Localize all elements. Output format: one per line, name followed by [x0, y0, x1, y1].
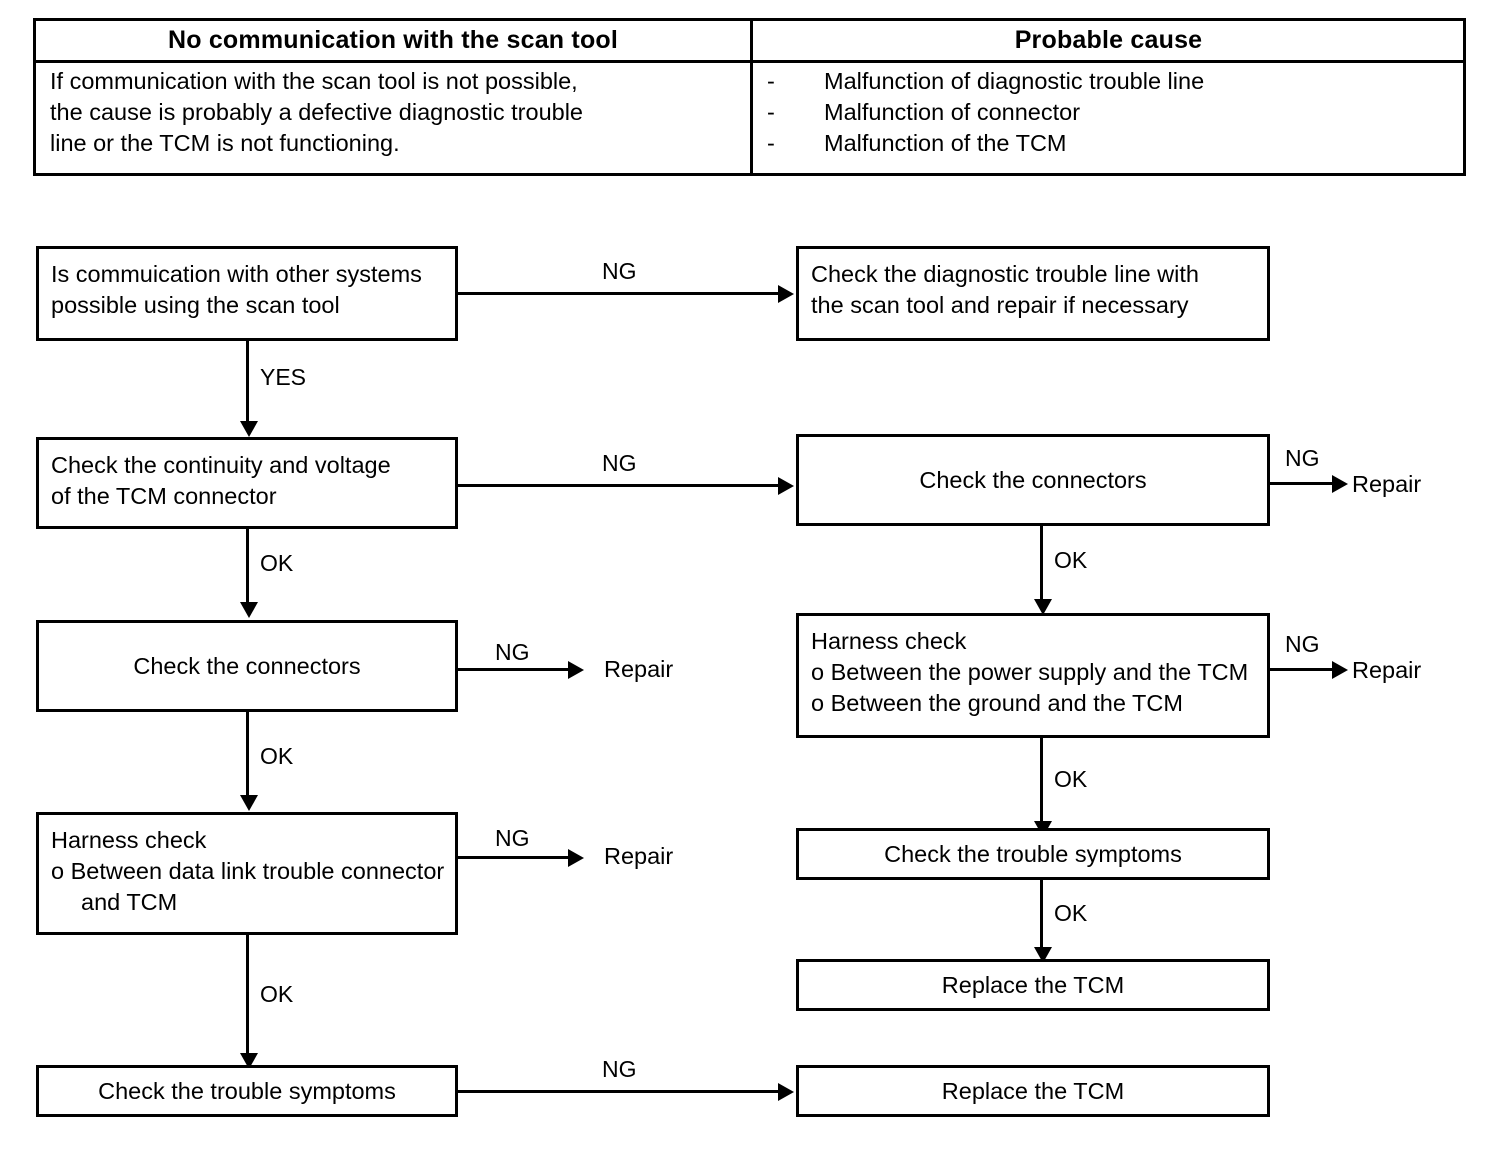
description-line: If communication with the scan tool is n…	[50, 68, 578, 94]
trouble-symptoms-left-label: Check the trouble symptoms	[98, 1077, 396, 1104]
arrowhead-down-icon	[240, 795, 258, 811]
edge-label-ng-connectors-right: NG	[1285, 445, 1320, 471]
harness-right-item: o Between the ground and the TCM	[811, 690, 1183, 716]
harness-left-item: o Between data link trouble connector	[51, 858, 445, 884]
cause-text: Malfunction of the TCM	[824, 130, 1067, 156]
flow-box-harness-check-left: Harness check o Between data link troubl…	[36, 812, 458, 935]
harness-right-item: o Between the power supply and the TCM	[811, 659, 1249, 685]
symptom-cause-table: No communication with the scan tool Prob…	[33, 18, 1466, 176]
start-check-line: possible using the scan tool	[51, 292, 340, 318]
flow-box-check-connectors-right: Check the connectors	[796, 434, 1270, 526]
table-cell-description: If communication with the scan tool is n…	[50, 66, 740, 159]
edge-ng-connectors-to-repair	[1270, 482, 1332, 485]
cause-list-item: - Malfunction of diagnostic trouble line	[767, 66, 1457, 97]
edge-label-ng-bottom: NG	[602, 1056, 637, 1082]
tcm-connector-line: of the TCM connector	[51, 483, 277, 509]
edge-label-ng-harness-left: NG	[495, 825, 530, 851]
edge-label-ng-connectors-left: NG	[495, 639, 530, 665]
edge-ok-harness-to-symptoms-right	[1040, 738, 1043, 821]
edge-label-ok-left-1: OK	[260, 550, 294, 576]
edge-ok-tcm-to-connectors-left	[246, 529, 249, 602]
edge-label-ok-right-1: OK	[1054, 547, 1088, 573]
arrowhead-right-icon	[778, 477, 794, 495]
edge-ng-connectors-left-to-repair	[458, 668, 568, 671]
start-check-line: Is commuication with other systems	[51, 261, 422, 287]
edge-label-ok-right-3: OK	[1054, 900, 1088, 926]
table-header-symptom: No communication with the scan tool	[167, 26, 619, 54]
flow-box-check-diagnostic-line: Check the diagnostic trouble line with t…	[796, 246, 1270, 341]
edge-ng-start-to-diagnostic	[458, 292, 778, 295]
flow-box-replace-tcm-right: Replace the TCM	[796, 959, 1270, 1011]
cause-list-item: - Malfunction of the TCM	[767, 128, 1457, 159]
edge-label-yes-1: YES	[260, 364, 307, 390]
bullet-dash-icon: -	[767, 68, 775, 94]
arrowhead-down-icon	[1034, 599, 1052, 615]
edge-label-ok-left-3: OK	[260, 981, 294, 1007]
table-header-row	[36, 21, 1463, 63]
flow-box-tcm-connector-check: Check the continuity and voltage of the …	[36, 437, 458, 529]
arrowhead-right-icon	[1332, 661, 1348, 679]
replace-tcm-bottom-label: Replace the TCM	[941, 1077, 1125, 1104]
edge-label-ok-right-2: OK	[1054, 766, 1088, 792]
arrowhead-down-icon	[240, 421, 258, 437]
tcm-connector-line: Check the continuity and voltage	[51, 452, 391, 478]
flow-box-start-check: Is commuication with other systems possi…	[36, 246, 458, 341]
arrowhead-down-icon	[240, 602, 258, 618]
edge-ok-symptoms-to-replace-right	[1040, 880, 1043, 947]
edge-ok-connectors-to-harness-left	[246, 712, 249, 795]
terminal-repair-left-2: Repair	[604, 843, 674, 869]
trouble-symptoms-right-label: Check the trouble symptoms	[884, 840, 1182, 867]
cause-text: Malfunction of diagnostic trouble line	[824, 68, 1205, 94]
harness-left-title: Harness check	[51, 827, 207, 853]
edge-ok-connectors-to-harness-right	[1040, 526, 1043, 599]
flow-box-replace-tcm-bottom: Replace the TCM	[796, 1065, 1270, 1117]
bullet-dash-icon: -	[767, 130, 775, 156]
terminal-repair-right-2: Repair	[1352, 657, 1422, 683]
description-line: line or the TCM is not functioning.	[50, 130, 400, 156]
check-diagnostic-line: Check the diagnostic trouble line with	[811, 261, 1199, 287]
edge-ng-harness-left-to-repair	[458, 856, 568, 859]
arrowhead-right-icon	[568, 849, 584, 867]
edge-yes-start-to-tcm-connector	[246, 341, 249, 421]
cause-list-item: - Malfunction of connector	[767, 97, 1457, 128]
flow-box-harness-check-right: Harness check o Between the power supply…	[796, 613, 1270, 738]
cause-text: Malfunction of connector	[824, 99, 1081, 125]
check-connectors-right-label: Check the connectors	[919, 466, 1147, 493]
edge-ng-tcm-to-connectors	[458, 484, 778, 487]
harness-left-item: and TCM	[81, 889, 178, 915]
edge-ng-harness-right-to-repair	[1270, 668, 1332, 671]
bullet-dash-icon: -	[767, 99, 775, 125]
table-cell-causes: - Malfunction of diagnostic trouble line…	[767, 66, 1457, 159]
edge-label-ok-left-2: OK	[260, 743, 294, 769]
edge-label-ng-1: NG	[602, 258, 637, 284]
description-line: the cause is probably a defective diagno…	[50, 99, 583, 125]
terminal-repair-right-1: Repair	[1352, 471, 1422, 497]
flow-box-trouble-symptoms-left: Check the trouble symptoms	[36, 1065, 458, 1117]
check-diagnostic-line: the scan tool and repair if necessary	[811, 292, 1189, 318]
edge-ok-harness-to-symptoms-left	[246, 935, 249, 1053]
arrowhead-right-icon	[568, 661, 584, 679]
replace-tcm-right-label: Replace the TCM	[941, 971, 1125, 998]
arrowhead-right-icon	[1332, 475, 1348, 493]
arrowhead-right-icon	[778, 1083, 794, 1101]
edge-label-ng-harness-right: NG	[1285, 631, 1320, 657]
table-header-probable-cause: Probable cause	[1014, 26, 1203, 54]
terminal-repair-left-1: Repair	[604, 656, 674, 682]
check-connectors-left-label: Check the connectors	[133, 652, 361, 679]
arrowhead-right-icon	[778, 285, 794, 303]
edge-ng-symptoms-to-replace-bottom	[458, 1090, 778, 1093]
flow-box-check-connectors-left: Check the connectors	[36, 620, 458, 712]
harness-right-title: Harness check	[811, 628, 967, 654]
flow-box-trouble-symptoms-right: Check the trouble symptoms	[796, 828, 1270, 880]
edge-label-ng-2: NG	[602, 450, 637, 476]
table-column-divider	[750, 21, 753, 173]
